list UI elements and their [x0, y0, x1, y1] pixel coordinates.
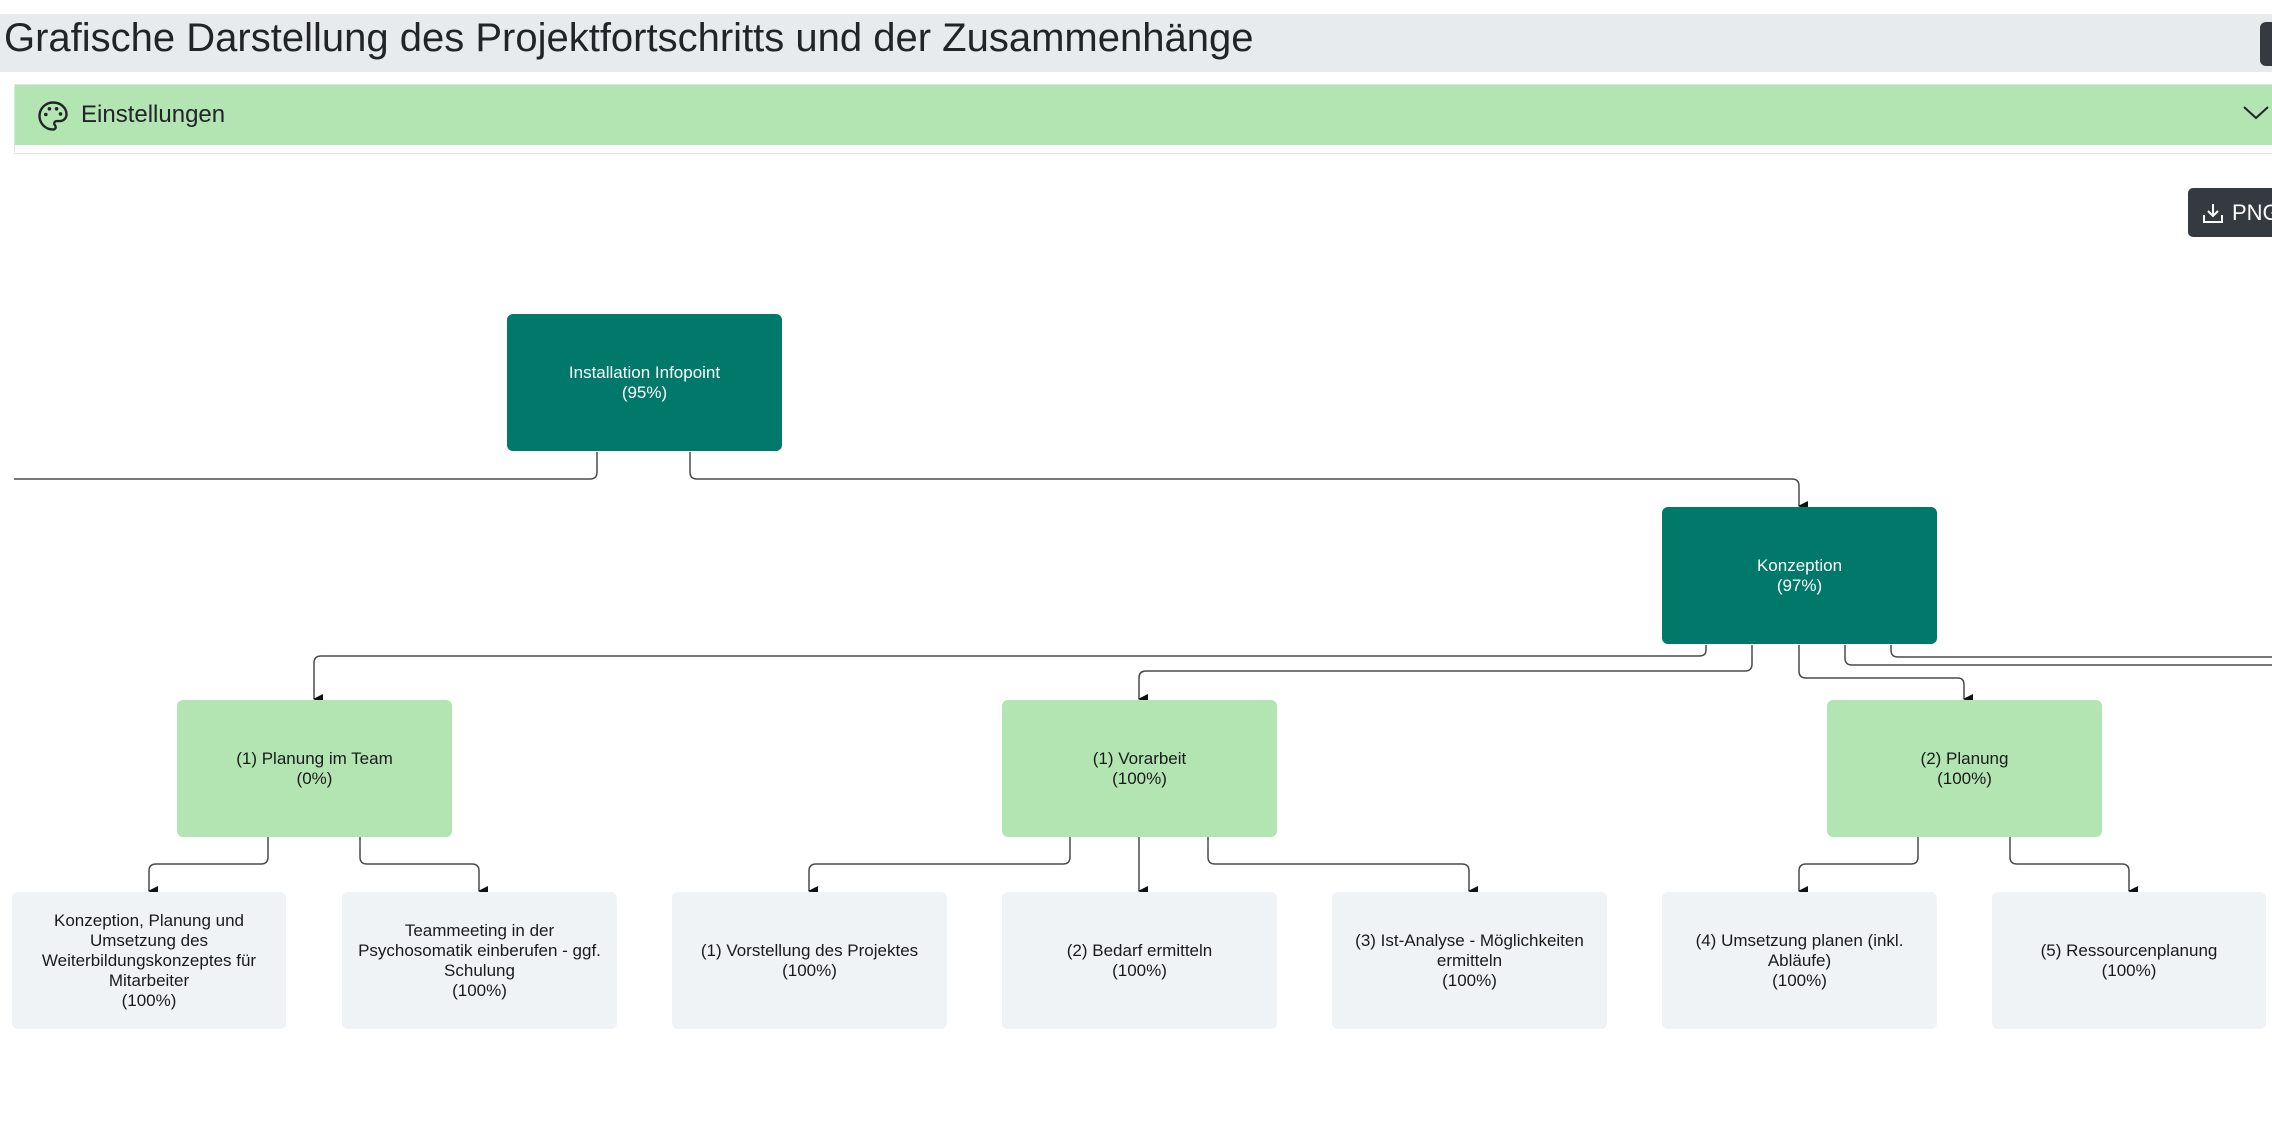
node-progress: (100%) — [782, 960, 837, 980]
node-konzeption[interactable]: Konzeption (97%) — [1662, 507, 1937, 644]
node-label: Konzeption, Planung und Umsetzung des We… — [41, 910, 257, 990]
node-label: (5) Ressourcenplanung — [2040, 940, 2218, 960]
node-installation-infopoint[interactable]: Installation Infopoint (95%) — [507, 314, 782, 451]
node-label: (2) Bedarf ermitteln — [1066, 940, 1213, 960]
node-progress: (100%) — [1112, 768, 1167, 788]
connector-konzeption-right-1 — [1844, 645, 2272, 666]
node-label: Teammeeting in der Psychosomatik einberu… — [358, 920, 601, 980]
connector-konzeption-planung — [1798, 645, 1973, 704]
node-progress: (100%) — [452, 980, 507, 1000]
connector-konzeption-vorarbeit — [1138, 645, 1753, 704]
connector-planung-team-leaf-2 — [359, 837, 488, 896]
node-planung[interactable]: (2) Planung (100%) — [1827, 700, 2102, 837]
node-progress: (100%) — [1442, 970, 1497, 990]
node-progress: (95%) — [621, 382, 668, 402]
node-leaf-umsetzung[interactable]: (4) Umsetzung planen (inkl. Abläufe) (10… — [1662, 892, 1937, 1029]
header-action-button[interactable] — [2260, 22, 2272, 66]
node-progress: (100%) — [1112, 960, 1167, 980]
connector-planung-team-leaf-1 — [148, 837, 269, 896]
node-leaf-ressourcenplanung[interactable]: (5) Ressourcenplanung (100%) — [1992, 892, 2266, 1029]
connector-root-konzeption — [689, 452, 1808, 511]
node-label: Konzeption — [1756, 555, 1843, 575]
connector-vorarbeit-leaf-1 — [808, 837, 1071, 896]
page-title: Grafische Darstellung des Projektfortsch… — [4, 16, 1254, 60]
connector-konzeption-planung-team — [313, 645, 1707, 704]
settings-label: Einstellungen — [81, 101, 226, 128]
download-icon — [2203, 204, 2223, 223]
node-leaf-teammeeting[interactable]: Teammeeting in der Psychosomatik einberu… — [342, 892, 617, 1029]
node-progress: (0%) — [296, 768, 333, 788]
settings-accordion-header[interactable]: Einstellungen — [15, 85, 2272, 145]
node-leaf-ist-analyse[interactable]: (3) Ist-Analyse - Möglichkeiten ermittel… — [1332, 892, 1607, 1029]
connector-vorarbeit-leaf-3 — [1207, 837, 1478, 896]
settings-accordion: Einstellungen — [14, 84, 2272, 154]
chevron-down-icon[interactable] — [2240, 101, 2272, 123]
node-progress: (100%) — [1937, 768, 1992, 788]
node-label: Installation Infopoint — [568, 362, 721, 382]
node-leaf-vorstellung[interactable]: (1) Vorstellung des Projektes (100%) — [672, 892, 947, 1029]
node-label: (2) Planung — [1920, 748, 2009, 768]
node-label: (1) Vorstellung des Projektes — [700, 940, 919, 960]
connector-root-left — [14, 452, 598, 480]
node-progress: (97%) — [1776, 575, 1823, 595]
node-label: (1) Vorarbeit — [1092, 748, 1187, 768]
node-progress: (100%) — [121, 990, 177, 1010]
node-progress: (100%) — [1772, 970, 1827, 990]
connector-planung-leaf-5 — [2009, 837, 2138, 896]
node-vorarbeit[interactable]: (1) Vorarbeit (100%) — [1002, 700, 1277, 837]
title-bar: Grafische Darstellung des Projektfortsch… — [0, 14, 2272, 72]
png-export-button[interactable]: PNG — [2188, 188, 2272, 237]
png-export-label: PNG — [2232, 200, 2272, 225]
connector-planung-leaf-4 — [1798, 837, 1919, 896]
node-planung-im-team[interactable]: (1) Planung im Team (0%) — [177, 700, 452, 837]
node-label: (1) Planung im Team — [236, 748, 393, 768]
connector-konzeption-right-2 — [1890, 645, 2272, 658]
node-leaf-weiterbildungskonzept[interactable]: Konzeption, Planung und Umsetzung des We… — [12, 892, 286, 1029]
node-leaf-bedarf[interactable]: (2) Bedarf ermitteln (100%) — [1002, 892, 1277, 1029]
palette-icon — [38, 101, 68, 131]
node-progress: (100%) — [2101, 960, 2157, 980]
node-label: (3) Ist-Analyse - Möglichkeiten ermittel… — [1355, 930, 1584, 970]
node-label: (4) Umsetzung planen (inkl. Abläufe) — [1695, 930, 1904, 970]
